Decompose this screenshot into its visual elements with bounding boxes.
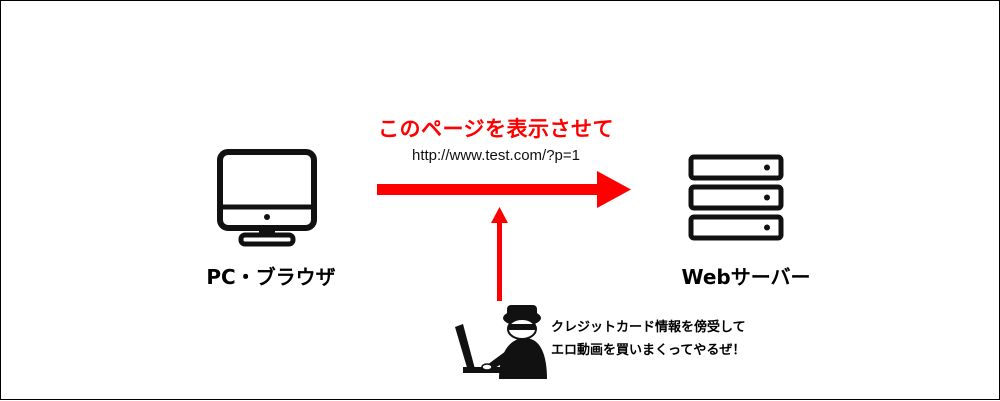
client-label: PC・ブラウザ — [206, 265, 336, 289]
monitor-icon — [217, 149, 317, 247]
intercept-arrow — [491, 207, 508, 301]
attacker-speech-line-1: クレジットカード情報を傍受して — [551, 320, 746, 335]
attacker-speech: クレジットカード情報を傍受して エロ動画を買いまくってやるぜ！ — [551, 316, 791, 362]
server-label: Webサーバー — [681, 265, 811, 289]
request-url: http://www.test.com/?p=1 — [412, 147, 580, 164]
request-arrow — [377, 171, 631, 208]
server-icon — [688, 154, 784, 241]
request-label: このページを表示させて — [377, 117, 615, 141]
hacker-icon — [455, 305, 547, 379]
attacker-speech-line-2: エロ動画を買いまくってやるぜ！ — [551, 343, 746, 358]
